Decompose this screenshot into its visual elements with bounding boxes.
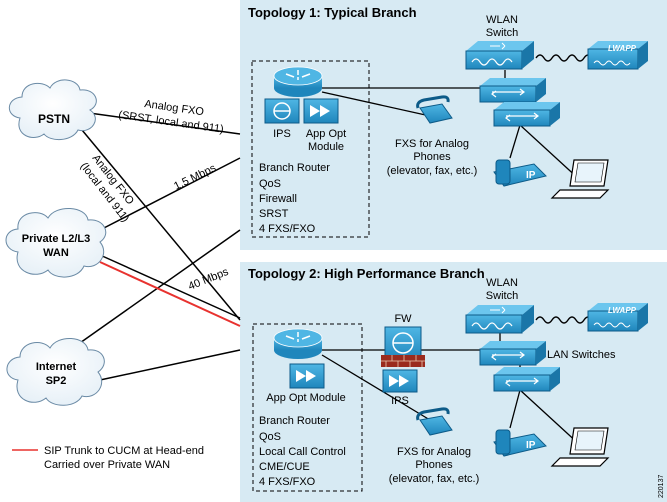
svg-text:4 FXS/FXO: 4 FXS/FXO xyxy=(259,223,316,235)
topo2-ip-phone-icon: IP xyxy=(493,429,547,457)
wan-label-line1: Private L2/L3 xyxy=(22,233,90,245)
topo1-ip-phone-icon: IP xyxy=(493,159,547,187)
svg-text:SRST: SRST xyxy=(259,208,289,220)
topo2-fw-label: FW xyxy=(394,313,412,325)
topo1-fxs-line2: Phones xyxy=(413,151,451,163)
topo1-fxs-line1: FXS for Analog xyxy=(395,138,469,150)
sip-trunk-link xyxy=(99,261,241,327)
topo2-fxs-line2: Phones xyxy=(415,459,453,471)
topo2-analog-phone-icon xyxy=(416,407,453,436)
topo2-wlan-line2: Switch xyxy=(486,290,518,302)
topo1-lwapp-icon: LWAPP xyxy=(587,41,648,70)
pstn-label: PSTN xyxy=(38,112,70,126)
svg-text:LWAPP: LWAPP xyxy=(608,306,637,315)
mbps-40-label: 40 Mbps xyxy=(187,266,231,293)
svg-text:Branch Router: Branch Router xyxy=(259,415,330,427)
wan-cloud: Private L2/L3 WAN xyxy=(5,208,107,278)
topo1-wlan-switch-icon xyxy=(465,41,534,70)
internet-label-line2: SP2 xyxy=(46,375,67,387)
internet-label-line1: Internet xyxy=(36,361,77,373)
topo1-fxs-line3: (elevator, fax, etc.) xyxy=(387,165,477,177)
svg-text:QoS: QoS xyxy=(259,431,281,443)
topo1-ips-icon xyxy=(264,98,300,124)
topo1-laptop-icon xyxy=(550,159,610,199)
link-wan-topo2-black xyxy=(99,254,241,319)
topo2-fxs-line1: FXS for Analog xyxy=(397,446,471,458)
topology2-router-box xyxy=(252,323,363,492)
link-pstn-topo2 xyxy=(81,129,241,321)
svg-text:CME/CUE: CME/CUE xyxy=(259,461,310,473)
topo2-lan-switch-icon xyxy=(479,341,546,366)
topo2-wlan-switch-icon xyxy=(465,305,534,334)
link-internet-topo2 xyxy=(99,349,241,381)
topo2-app-opt-label: App Opt Module xyxy=(266,392,346,404)
topo1-wlan-line1: WLAN xyxy=(486,14,518,26)
svg-text:QoS: QoS xyxy=(259,178,281,190)
svg-text:4 FXS/FXO: 4 FXS/FXO xyxy=(259,476,316,488)
topo1-lan-switch-2-icon xyxy=(493,102,560,127)
topo2-ips-label: IPS xyxy=(391,395,409,407)
topo1-analog-phone-icon xyxy=(416,95,453,124)
topo1-app-opt-label-line1: App Opt xyxy=(306,128,346,140)
topo2-fxs-line3: (elevator, fax, etc.) xyxy=(389,473,479,485)
svg-text:LWAPP: LWAPP xyxy=(608,44,637,53)
internet-cloud: Internet SP2 xyxy=(6,338,105,406)
figure-id: 220137 xyxy=(658,475,665,498)
topo2-router-features: Branch Router QoS Local Call Control CME… xyxy=(259,415,346,488)
topo2-app-opt-icon xyxy=(289,363,325,389)
topo1-app-opt-icon xyxy=(303,98,339,124)
topo1-lan-switch-icon xyxy=(479,78,546,103)
link-wan-topo1 xyxy=(99,157,241,231)
wan-label-line2: WAN xyxy=(43,247,69,259)
topo1-wireless-chain xyxy=(535,54,593,62)
topology1-router-box xyxy=(251,60,370,238)
mbps-1-5-label: 1.5 Mbps xyxy=(172,162,218,193)
topo2-wlan-line1: WLAN xyxy=(486,277,518,289)
wan-links xyxy=(69,111,241,381)
topology1-title: Topology 1: Typical Branch xyxy=(248,5,417,20)
legend-text-line2: Carried over Private WAN xyxy=(44,459,170,471)
svg-text:IP: IP xyxy=(526,440,536,451)
topo2-router-icon xyxy=(273,328,323,359)
link-internet-topo1 xyxy=(69,229,241,351)
pstn-cloud: PSTN xyxy=(8,79,97,140)
topo2-firewall-icon xyxy=(381,326,425,367)
legend-text-line1: SIP Trunk to CUCM at Head-end xyxy=(44,445,204,457)
topo2-lan-switch-2-icon xyxy=(493,367,560,392)
topo1-router-icon xyxy=(273,66,323,97)
svg-text:IP: IP xyxy=(526,170,536,181)
topo1-router-features: Branch Router QoS Firewall SRST 4 FXS/FX… xyxy=(259,162,330,235)
topo2-wireless-chain xyxy=(535,316,593,324)
svg-text:Branch Router: Branch Router xyxy=(259,162,330,174)
topo1-ips-label: IPS xyxy=(273,128,291,140)
topo1-wlan-line2: Switch xyxy=(486,27,518,39)
topology1-panel xyxy=(240,0,667,250)
topo2-lan-switches-label: LAN Switches xyxy=(547,349,616,361)
link-pstn-topo1 xyxy=(81,111,241,135)
topology2-title: Topology 2: High Performance Branch xyxy=(248,266,485,281)
svg-text:Firewall: Firewall xyxy=(259,193,297,205)
topo1-app-opt-label-line2: Module xyxy=(308,141,344,153)
svg-text:Local Call Control: Local Call Control xyxy=(259,446,346,458)
topo2-laptop-icon xyxy=(550,427,610,467)
topo2-lwapp-icon: LWAPP xyxy=(587,303,648,332)
topo2-ips-icon xyxy=(382,369,418,393)
